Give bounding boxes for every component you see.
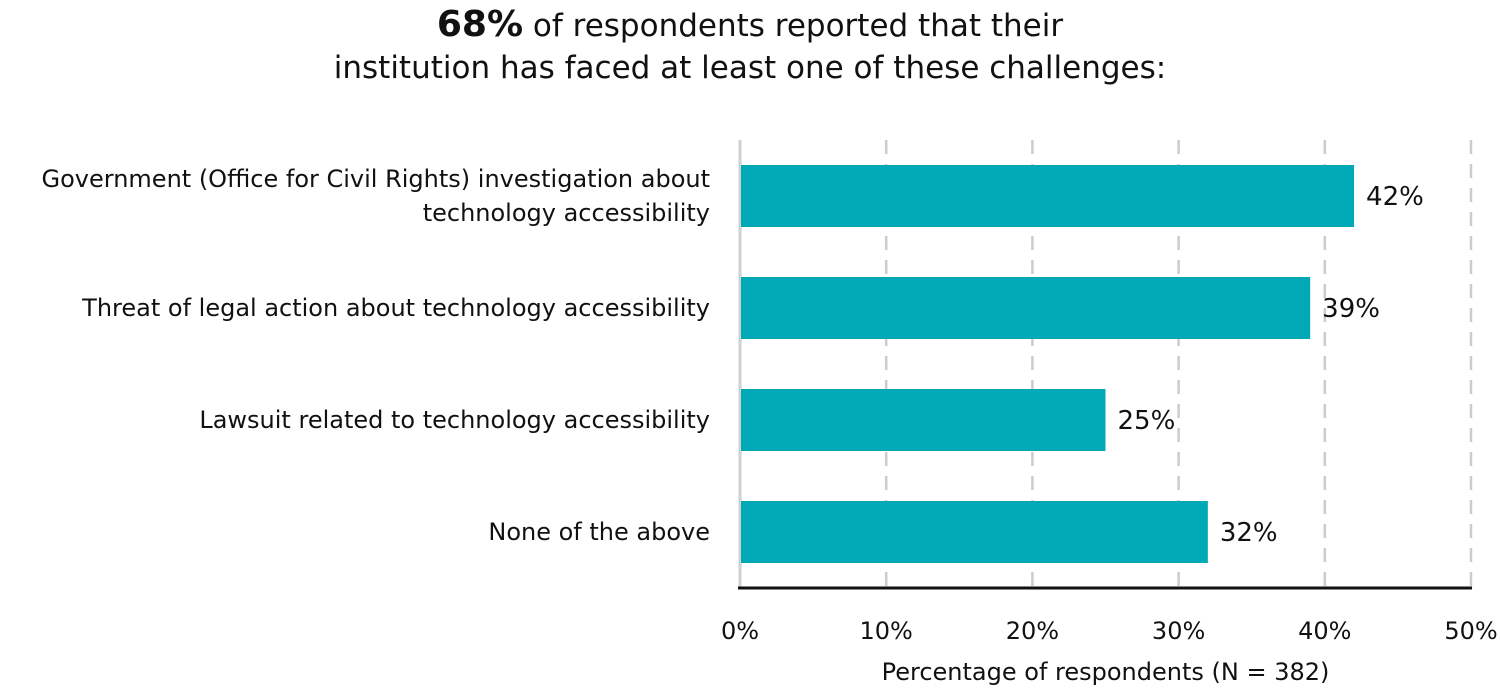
chart-title: 68% of respondents reported that their i… bbox=[0, 4, 1500, 89]
title-line-1: 68% of respondents reported that their bbox=[0, 4, 1500, 47]
data-label: 25% bbox=[1118, 406, 1176, 436]
data-label: 32% bbox=[1220, 518, 1278, 548]
x-tick-label: 10% bbox=[860, 617, 913, 645]
x-tick-label: 30% bbox=[1152, 617, 1205, 645]
title-line-1-text: of respondents reported that their bbox=[532, 8, 1064, 44]
x-axis-title: Percentage of respondents (N = 382) bbox=[882, 658, 1330, 686]
x-tick-label: 20% bbox=[1006, 617, 1059, 645]
data-label: 39% bbox=[1322, 294, 1380, 324]
x-tick-label: 40% bbox=[1298, 617, 1351, 645]
category-label: Government (Office for Civil Rights) inv… bbox=[42, 165, 710, 193]
data-label: 42% bbox=[1366, 182, 1424, 212]
category-label: technology accessibility bbox=[423, 199, 710, 227]
bar bbox=[741, 389, 1106, 451]
category-label: None of the above bbox=[488, 518, 710, 546]
title-highlight-percent: 68% bbox=[436, 4, 524, 45]
bar bbox=[741, 501, 1208, 563]
x-tick-label: 0% bbox=[721, 617, 759, 645]
category-label: Threat of legal action about technology … bbox=[81, 294, 710, 322]
title-line-2: institution has faced at least one of th… bbox=[333, 50, 1167, 86]
x-tick-label: 50% bbox=[1444, 617, 1497, 645]
bar bbox=[741, 277, 1311, 339]
category-label: Lawsuit related to technology accessibil… bbox=[199, 406, 710, 434]
bar bbox=[741, 165, 1355, 227]
